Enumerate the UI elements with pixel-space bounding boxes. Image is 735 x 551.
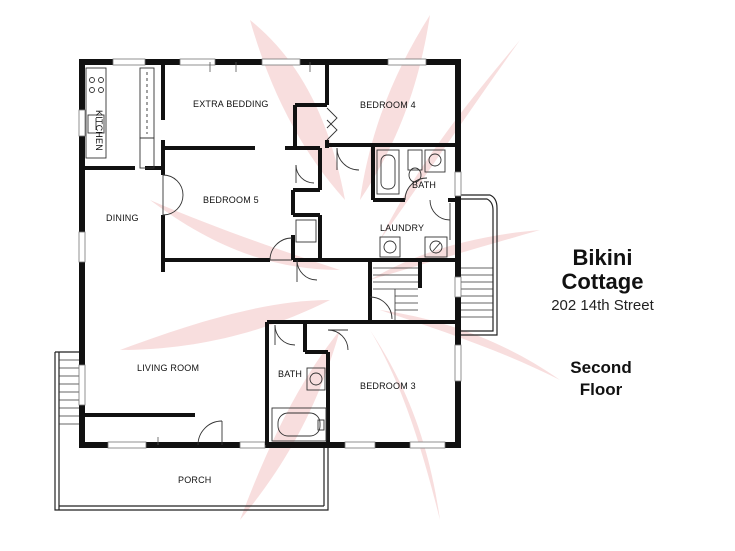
- kitchen-fixtures: [85, 67, 155, 169]
- property-title-block: Bikini Cottage 202 14th Street: [535, 245, 670, 315]
- floor-label-line1: Second: [570, 358, 632, 377]
- lower-bath-fixtures: [271, 367, 327, 442]
- closet-lines: [157, 62, 311, 445]
- room-label-bath-upper: BATH: [412, 180, 437, 190]
- property-name-line1: Bikini: [572, 245, 633, 270]
- upper-bath-fixtures: [376, 149, 446, 195]
- room-label-bath-lower: BATH: [278, 369, 303, 379]
- porch-steps: [59, 359, 82, 425]
- side-deck-steps: [458, 267, 493, 318]
- side-deck: [458, 194, 498, 336]
- windows: [78, 58, 462, 449]
- porch-outline: [54, 351, 329, 511]
- room-label-bedroom-4: BEDROOM 4: [360, 100, 416, 110]
- interior-stairs: [373, 267, 418, 320]
- property-name-line2: Cottage: [561, 269, 644, 294]
- floor-label-line2: Floor: [579, 380, 623, 399]
- room-label-dining: DINING: [106, 213, 139, 223]
- room-label-bedroom-5: BEDROOM 5: [203, 195, 259, 205]
- property-address: 202 14th Street: [551, 297, 654, 314]
- room-label-extra-bedding: EXTRA BEDDING: [193, 99, 269, 109]
- room-label-kitchen: KITCHEN: [94, 110, 104, 151]
- room-label-bedroom-3: BEDROOM 3: [360, 381, 416, 391]
- room-label-porch: PORCH: [178, 475, 212, 485]
- room-label-living-room: LIVING ROOM: [137, 363, 200, 373]
- floor-label: Second Floor: [555, 357, 647, 401]
- laundry-fixtures: [295, 219, 448, 258]
- room-label-laundry: LAUNDRY: [380, 223, 425, 233]
- door-swings: [162, 107, 451, 446]
